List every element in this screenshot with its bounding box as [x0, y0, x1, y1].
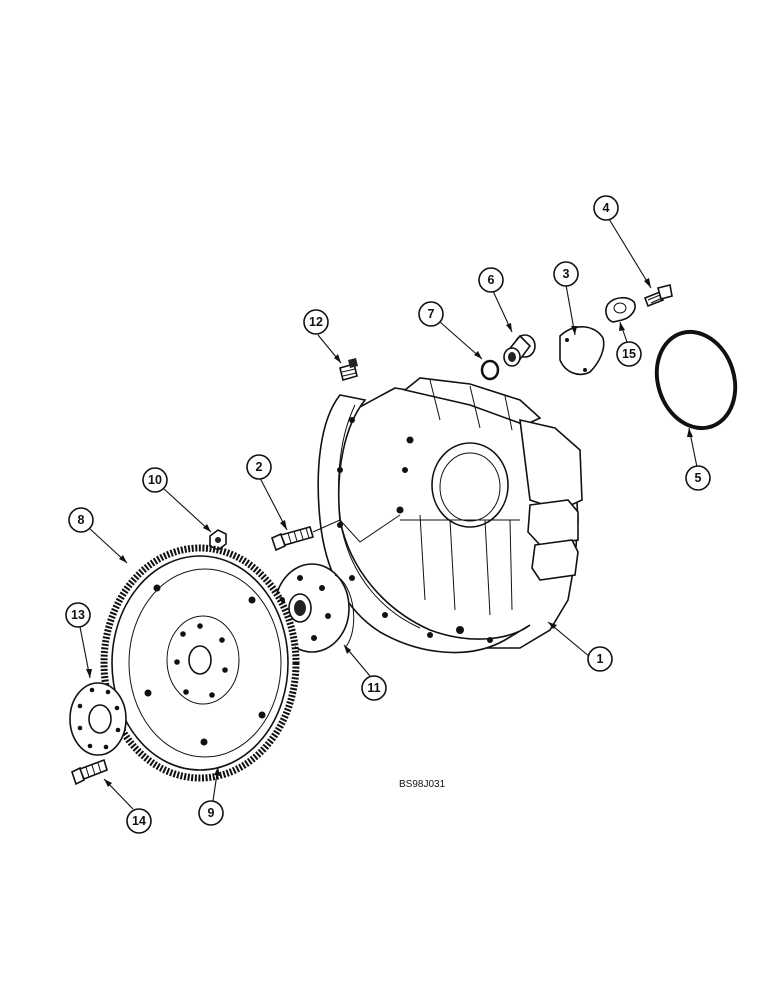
callout-8: 8	[68, 507, 94, 533]
callout-1: 1	[587, 646, 613, 672]
callout-5: 5	[685, 465, 711, 491]
callout-label: 10	[148, 473, 162, 487]
callout-12: 12	[303, 309, 329, 335]
bolt-cover	[643, 284, 673, 308]
callout-11: 11	[361, 675, 387, 701]
flex-plate	[69, 682, 127, 756]
callout-7: 7	[418, 301, 444, 327]
callout-label: 2	[256, 460, 263, 474]
callout-label: 9	[208, 806, 215, 820]
figure-code: BS98J031	[399, 779, 446, 790]
flywheel-housing	[317, 377, 583, 654]
callout-15: 15	[616, 341, 642, 367]
plug-small	[339, 358, 358, 381]
callout-label: 6	[488, 273, 495, 287]
o-ring-small	[480, 359, 500, 381]
o-ring-large	[654, 329, 738, 431]
cover-plate	[559, 326, 605, 376]
nut-small	[209, 529, 227, 551]
callout-label: 5	[695, 471, 702, 485]
callout-label: 15	[622, 347, 636, 361]
callout-label: 11	[367, 681, 380, 695]
callout-label: 8	[78, 513, 85, 527]
callout-label: 7	[428, 307, 435, 321]
callout-label: 13	[71, 608, 85, 622]
callout-label: 12	[309, 315, 323, 329]
bolt-flexplate	[71, 758, 108, 786]
flywheel	[100, 544, 300, 782]
leader-lines	[79, 218, 698, 810]
callout-3: 3	[553, 261, 579, 287]
callout-label: 3	[563, 267, 570, 281]
callout-label: 1	[597, 652, 604, 666]
callout-13: 13	[65, 602, 91, 628]
callout-label: 4	[603, 201, 610, 215]
callout-14: 14	[126, 808, 152, 834]
callout-10: 10	[142, 467, 168, 493]
callout-2: 2	[246, 454, 272, 480]
sleeve-plug	[503, 334, 536, 367]
callout-label: 14	[132, 814, 146, 828]
bolt-housing	[271, 514, 401, 552]
callout-9: 9	[198, 800, 224, 826]
callout-4: 4	[593, 195, 619, 221]
gasket	[605, 296, 636, 323]
callout-6: 6	[478, 267, 504, 293]
